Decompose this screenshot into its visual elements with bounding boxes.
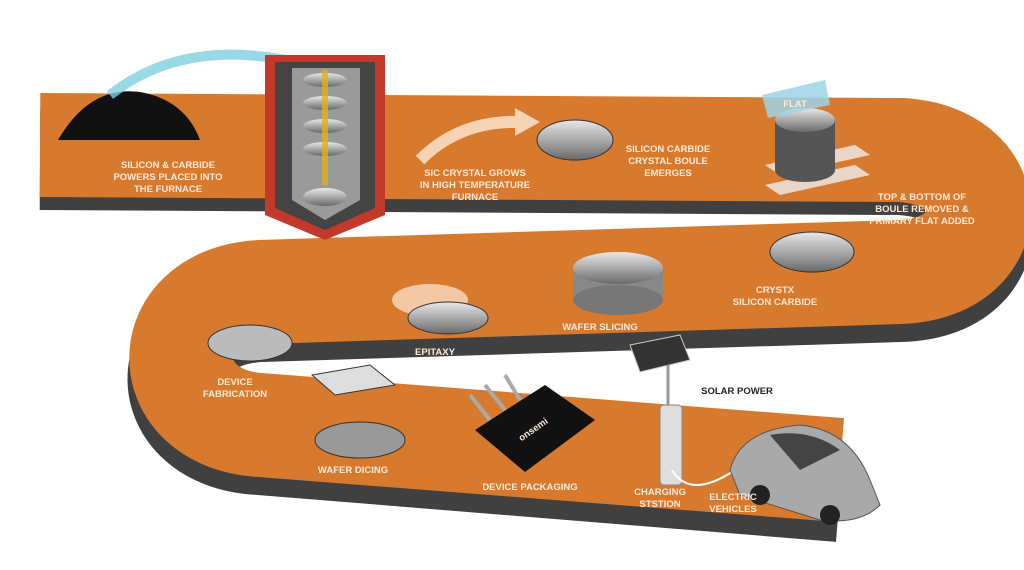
label-wafer-slicing: WAFER SLICING — [562, 322, 637, 333]
charging-station-icon — [659, 404, 683, 486]
die-icon — [310, 364, 397, 396]
label-solar-power: SOLAR POWER — [701, 386, 773, 397]
diced-wafer-icon — [314, 421, 406, 459]
crystx-wafer-icon — [769, 231, 855, 273]
chip-package-icon — [468, 373, 595, 472]
label-epitaxy: EPITAXY — [415, 347, 456, 358]
label-device-packaging: DEVICE PACKAGING — [482, 482, 577, 493]
epitaxy-wafer-icon — [407, 301, 489, 335]
solar-panel-icon — [629, 334, 691, 373]
electric-car-icon — [729, 424, 881, 525]
label-wafer-dicing: WAFER DICING — [318, 465, 388, 476]
powder-pile-icon — [58, 91, 200, 140]
wafer-stack-icon — [573, 252, 663, 315]
furnace-icon — [265, 55, 385, 240]
growth-arrow-icon — [415, 115, 521, 165]
fabricated-wafer-icon — [207, 324, 293, 362]
boule-icon — [536, 119, 614, 161]
boule-flat-stack-icon — [762, 80, 870, 195]
feed-arrow-icon — [106, 49, 286, 99]
flat-tag: FLAT — [783, 99, 807, 110]
process-band — [39, 93, 1024, 522]
